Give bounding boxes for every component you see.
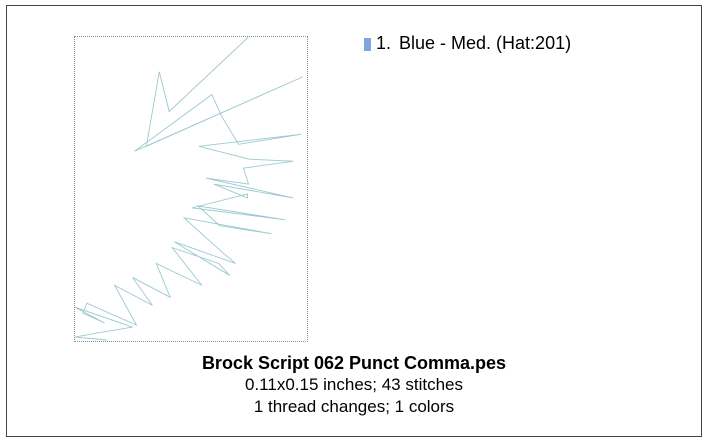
design-preview-panel: 1. Blue - Med. (Hat:201) Brock Script 06… [6, 5, 702, 437]
thread-color-swatch [364, 37, 371, 51]
stitch-preview-area [74, 36, 308, 342]
thread-number: 1. [376, 33, 392, 53]
stitch-path-canvas [75, 37, 304, 341]
design-thread-summary: 1 thread changes; 1 colors [253, 397, 455, 416]
design-file-name: Brock Script 062 Punct Comma.pes [201, 353, 507, 373]
thread-color-legend: 1. Blue - Med. (Hat:201) [364, 33, 571, 54]
design-info: Brock Script 062 Punct Comma.pes 0.11x0.… [7, 352, 701, 418]
design-dimensions: 0.11x0.15 inches; 43 stitches [245, 375, 463, 394]
thread-color-label: Blue - Med. (Hat:201) [399, 33, 572, 53]
stitch-path [75, 37, 304, 341]
